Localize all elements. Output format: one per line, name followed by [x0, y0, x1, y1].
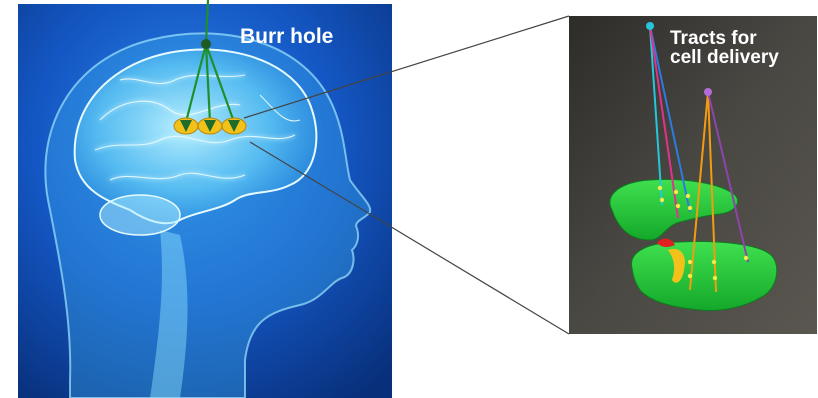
structure-lower — [631, 242, 776, 311]
tracts-label: Tracts for cell delivery — [670, 29, 779, 67]
burr-hole-label: Burr hole — [240, 26, 333, 47]
burr-hole-marker — [201, 39, 211, 49]
tracts-label-line2: cell delivery — [670, 48, 779, 67]
tracts-label-line1: Tracts for — [670, 29, 779, 48]
left-panel — [18, 0, 392, 398]
entry-point-1 — [646, 22, 654, 30]
cerebellum — [100, 195, 180, 235]
target-deposits — [174, 118, 246, 134]
entry-point-2 — [704, 88, 712, 96]
